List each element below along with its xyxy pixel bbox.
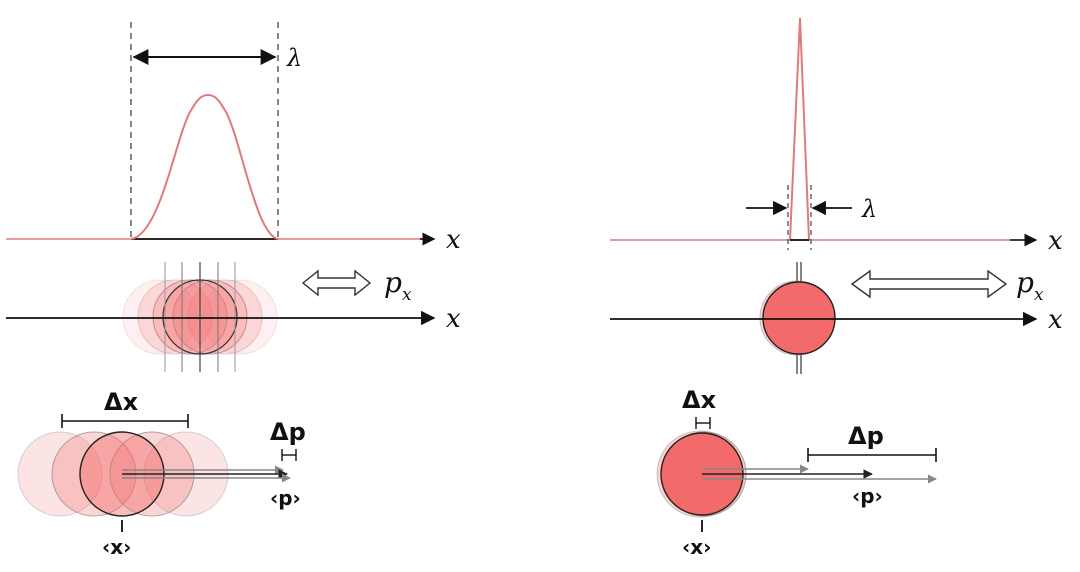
left-position-spread-circles	[122, 262, 278, 372]
left-spread-circle	[152, 279, 228, 355]
left-momentum-sub: x	[402, 285, 412, 305]
left-delta-x-label: Δx	[104, 388, 139, 416]
right-top-axis-label: x	[1048, 226, 1063, 256]
left-spread-circle	[137, 279, 213, 355]
right-spread-circle-main	[762, 281, 836, 355]
left-momentum-label: px	[384, 266, 412, 305]
left-wavelength-label: λ	[286, 44, 302, 72]
right-mid-axis-label: x	[1048, 305, 1063, 335]
right-wave-spike-curve	[789, 17, 810, 241]
right-momentum-p: p	[1016, 266, 1034, 299]
left-momentum-arrow	[301, 269, 372, 297]
left-spread-circle	[187, 279, 263, 355]
right-momentum-sub: x	[1034, 285, 1044, 305]
right-momentum-arrow	[850, 269, 1008, 299]
left-spread-circle	[172, 279, 248, 355]
right-delta-x-label: Δx	[682, 386, 717, 414]
left-panel: λ x px x	[6, 22, 461, 559]
left-momentum-p: p	[384, 266, 402, 299]
left-top-axis-label: x	[446, 225, 461, 255]
left-mean-x-label: ‹x›	[102, 535, 131, 559]
left-mean-p-label: ‹p›	[270, 486, 301, 510]
right-wavelength-label: λ	[861, 195, 877, 223]
left-spread-circle	[202, 279, 278, 355]
left-wave-packet-curve	[130, 93, 279, 240]
right-mean-p-label: ‹p›	[852, 484, 883, 508]
right-mean-x-label: ‹x›	[682, 535, 711, 559]
right-delta-p-label: Δp	[848, 422, 884, 450]
right-panel: x λ px x Δx	[610, 17, 1063, 559]
left-mid-axis-label: x	[446, 304, 461, 334]
left-delta-p-label: Δp	[270, 418, 306, 446]
left-spread-circle	[122, 279, 198, 355]
left-particle-circle	[17, 431, 103, 517]
right-momentum-label: px	[1016, 266, 1044, 305]
